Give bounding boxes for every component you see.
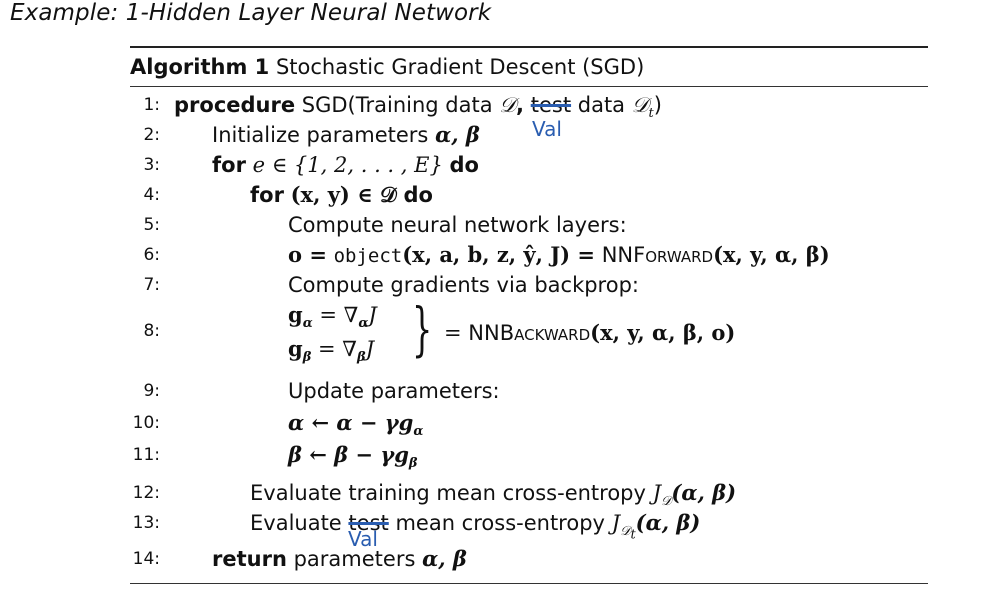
algorithm-box: Algorithm 1 Stochastic Gradient Descent … — [130, 46, 928, 590]
function-nnbackward: NNBackward — [468, 321, 591, 345]
line-text: mean cross-entropy — [395, 511, 605, 535]
keyword-for: for — [250, 183, 284, 207]
handwritten-val-note-1: Val — [532, 117, 562, 141]
keyword-do: do — [403, 183, 433, 207]
line-number: 7: — [143, 275, 160, 295]
procedure-signature: SGD(Training data — [301, 93, 493, 117]
line-number: 9: — [143, 381, 160, 401]
line-text: parameters — [293, 547, 416, 571]
top-rule — [130, 46, 928, 48]
nnbackward-call: = NNBackward(x, y, α, β, o) — [444, 320, 736, 345]
line-number: 10: — [132, 413, 160, 433]
line-number: 2: — [143, 125, 160, 145]
handwritten-val-note-2: Val — [348, 527, 378, 551]
line-number: 6: — [143, 245, 160, 265]
grad-alpha-row: gα = ∇αJ — [288, 302, 377, 332]
math-forward-args: (x, y, α, β) — [713, 242, 830, 267]
math-params: α, β — [435, 122, 480, 147]
math-epoch-range: e ∈ {1, 2, . . . , E} — [252, 153, 443, 177]
test-dataset-symbol: 𝒟 — [631, 93, 649, 117]
line-number: 1: — [143, 95, 160, 115]
right-brace: } — [412, 295, 433, 363]
line-text: Compute neural network layers: — [288, 213, 627, 237]
keyword-for: for — [212, 153, 246, 177]
math-backward-args: (x, y, α, β, o) — [590, 320, 736, 345]
line-number: 8: — [143, 321, 160, 341]
algorithm-title: Algorithm 1 Stochastic Gradient Descent … — [130, 48, 928, 86]
line-number: 12: — [132, 483, 160, 503]
line-number: 3: — [143, 155, 160, 175]
bottom-rule — [130, 583, 928, 584]
line-number: 14: — [132, 549, 160, 569]
line-number: 4: — [143, 185, 160, 205]
keyword-do: do — [449, 153, 479, 177]
algorithm-lines: 1: procedure SGD(Training data 𝒟, test d… — [130, 87, 928, 589]
keyword-return: return — [212, 547, 287, 571]
algorithm-label: Algorithm 1 — [130, 55, 270, 79]
line-text: Evaluate training mean cross-entropy — [250, 481, 646, 505]
line-number: 11: — [132, 445, 160, 465]
page-heading: Example: 1-Hidden Layer Neural Network — [10, 0, 492, 26]
struck-test-word: test — [348, 511, 389, 535]
struck-test-word: test — [530, 93, 572, 117]
grad-beta-row: gβ = ∇βJ — [288, 336, 375, 366]
math-output: o = — [288, 242, 327, 267]
line-number: 13: — [132, 513, 160, 533]
math-beta-update: β ← β − γg — [288, 442, 409, 467]
algorithm-name: Stochastic Gradient Descent (SGD) — [275, 55, 645, 79]
line-text: Initialize parameters — [212, 123, 429, 147]
dataset-symbol: 𝒟 — [499, 93, 517, 117]
line-text: Update parameters: — [288, 379, 500, 403]
line-text: Compute gradients via backprop: — [288, 273, 639, 297]
gradient-brace-group: gα = ∇αJ gβ = ∇βJ } = NNBackward(x, y, α… — [288, 295, 888, 365]
math-example-loop: (x, y) ∈ 𝒟 — [290, 182, 397, 207]
title-rule — [130, 86, 928, 87]
math-object-args: (x, a, b, z, ŷ, J) = — [402, 242, 596, 267]
math-alpha-update: α ← α − γg — [288, 410, 414, 435]
function-object: object — [333, 245, 403, 267]
function-nnforward: NNForward — [601, 243, 714, 267]
math-params: α, β — [422, 546, 467, 571]
keyword-procedure: procedure — [174, 93, 296, 117]
line-number: 5: — [143, 215, 160, 235]
